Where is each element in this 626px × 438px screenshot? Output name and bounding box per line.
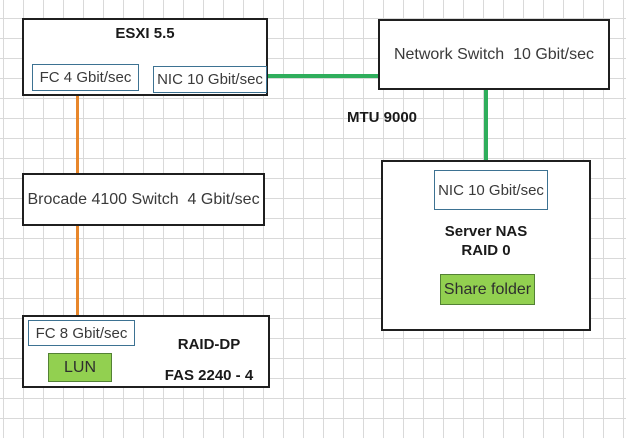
ethernet-link-switch-to-nas (484, 90, 488, 160)
esxi-host-node: ESXI 5.5 FC 4 Gbit/sec NIC 10 Gbit/sec (22, 18, 268, 96)
share-folder-box: Share folder (440, 274, 535, 305)
fas-title-line1: RAID-DP (177, 336, 241, 353)
nas-server-node: NIC 10 Gbit/sec Server NAS RAID 0 Share … (381, 160, 591, 331)
esxi-nic-port: NIC 10 Gbit/sec (153, 66, 267, 93)
ethernet-link-esxi-to-switch (267, 74, 378, 78)
lun-box: LUN (48, 353, 112, 382)
esxi-fc-port: FC 4 Gbit/sec (32, 64, 139, 91)
fc-link-brocade-to-fas (76, 226, 79, 315)
mtu-label: MTU 9000 (347, 109, 418, 126)
fas-storage-node: FC 8 Gbit/sec LUN RAID-DP FAS 2240 - 4 (22, 315, 270, 388)
fas-title-line2: FAS 2240 - 4 (164, 367, 254, 384)
esxi-title: ESXI 5.5 (115, 25, 175, 42)
brocade-switch-node: Brocade 4100 Switch 4 Gbit/sec (22, 173, 265, 226)
nas-title-line1: Server NAS (444, 223, 528, 240)
fc-link-esxi-to-brocade (76, 91, 79, 174)
fas-fc-port: FC 8 Gbit/sec (28, 320, 135, 346)
nas-nic-port: NIC 10 Gbit/sec (434, 170, 548, 210)
nas-title-line2: RAID 0 (461, 242, 511, 259)
network-switch-node: Network Switch 10 Gbit/sec (378, 19, 610, 90)
